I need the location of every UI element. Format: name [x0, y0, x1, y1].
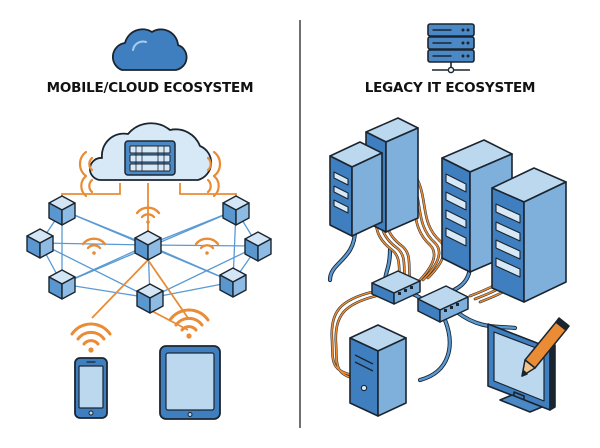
left-panel: [26, 28, 272, 420]
wifi-icon: [168, 308, 210, 341]
stylus-pen-icon: [521, 317, 570, 377]
cloud-server-icon: [89, 122, 213, 181]
smartphone-icon: [74, 357, 108, 419]
network-switch-icon: [371, 270, 421, 305]
server-tower-icon: [329, 141, 383, 237]
mobile-cloud-title: MOBILE/CLOUD ECOSYSTEM: [46, 80, 254, 96]
wifi-icon: [78, 150, 222, 198]
wifi-icon: [70, 322, 112, 355]
network-switch-icon: [417, 285, 469, 323]
server-rack-icon: [427, 23, 475, 74]
cube-node: [48, 195, 76, 226]
cube-node: [244, 231, 272, 262]
cloud-icon: [112, 28, 188, 71]
cube-node: [222, 195, 250, 226]
cube-node: [26, 228, 54, 259]
wifi-icon: [81, 237, 107, 257]
cube-node: [136, 283, 164, 314]
legacy-it-title: LEGACY IT ECOSYSTEM: [364, 80, 536, 96]
cube-node: [219, 267, 247, 298]
cube-node: [134, 230, 162, 261]
server-tower-icon: [491, 167, 567, 303]
tablet-icon: [159, 345, 221, 420]
cube-node: [48, 269, 76, 300]
monitor-icon: [487, 323, 556, 413]
right-panel: [327, 23, 570, 417]
wifi-icon: [194, 237, 220, 257]
desktop-tower-icon: [349, 324, 407, 417]
